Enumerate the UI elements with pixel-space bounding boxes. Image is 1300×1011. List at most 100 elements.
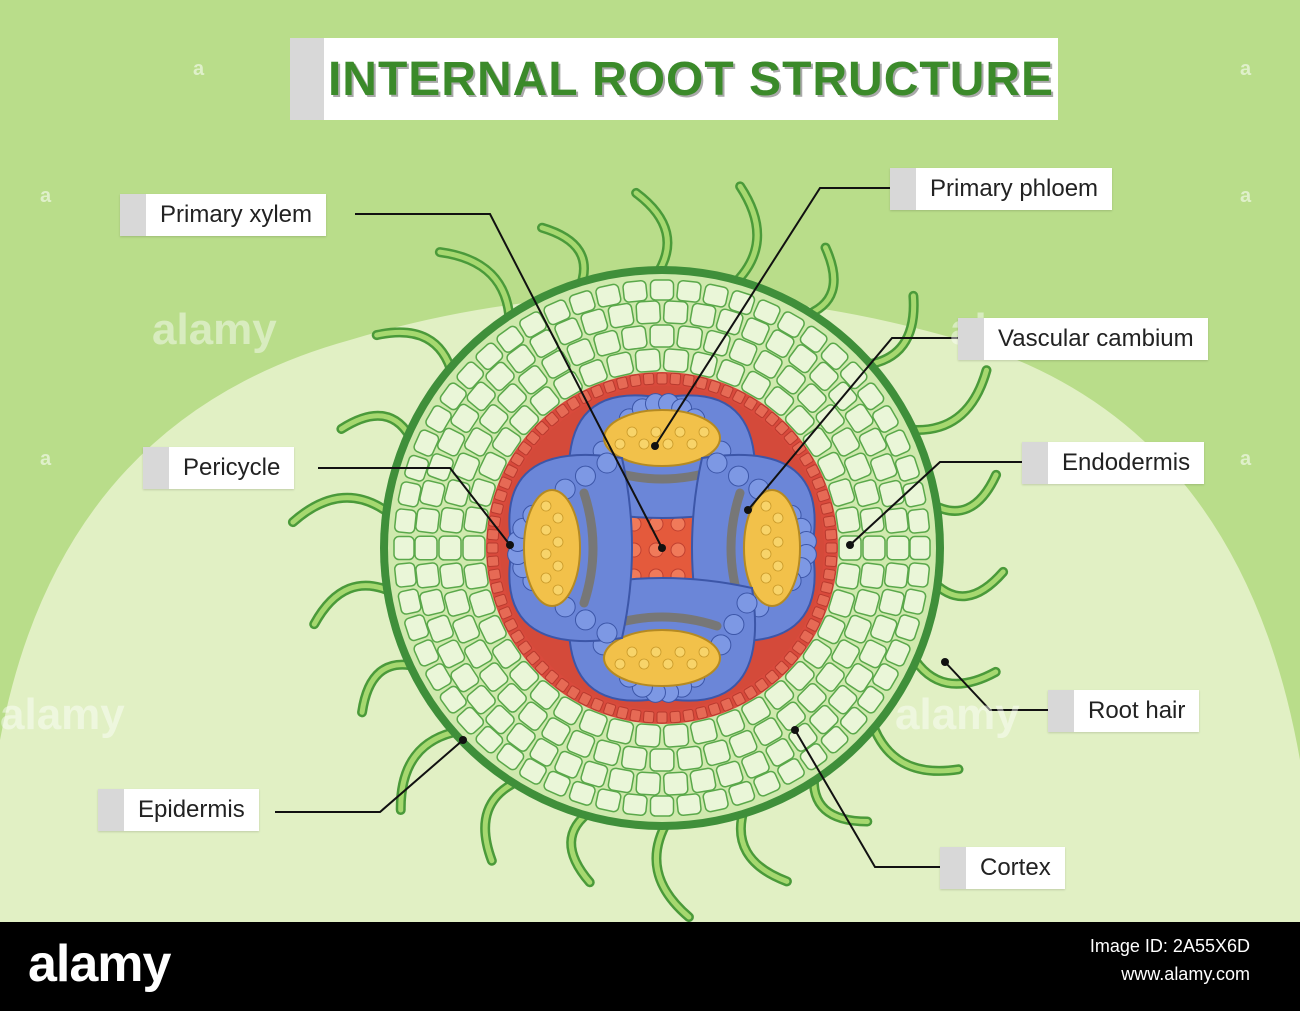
endodermis-cell [642,372,655,386]
cortex-cell [828,684,858,715]
cortex-cell [872,663,899,691]
cortex-cell [436,427,466,457]
cortex-cell [870,614,898,643]
cortex-cell [741,370,771,400]
endodermis-cell [656,711,668,724]
endodermis-cell [783,430,798,445]
leader-dot [658,544,666,552]
cortex-cell-group [872,663,899,691]
cortex-cell [491,638,522,669]
endodermis-cell-group [490,581,504,594]
cortex-cell [554,317,583,346]
cortex-cell [702,283,729,308]
cortex-cell-group [839,706,868,735]
leader-dot [791,726,799,734]
cortex-cell-group [741,370,771,400]
endodermis-cell [669,372,682,386]
cortex-cell-group [634,723,662,748]
cortex-cell [464,427,493,457]
cortex-cell [859,506,885,534]
cortex-cell-group [843,452,872,482]
cortex-cell [479,662,509,692]
label-endodermis: Endodermis [1022,442,1205,484]
endodermis-cell-group [799,629,814,644]
cortex-cell [397,481,422,508]
cortex-cell-group [478,614,507,645]
endodermis-cell [603,380,617,394]
endodermis-cell-group [498,476,513,490]
endodermis-cell [774,660,789,675]
cortex-cell-group [799,325,828,353]
leader-dot [506,541,514,549]
cortex-cell-group [394,508,417,534]
cortex-cell [419,588,446,617]
leader-line [275,739,464,813]
endodermis-cell-group [566,396,581,411]
endodermis-cell [732,692,746,707]
endodermis-cell-group [811,476,826,490]
cortex-cell-group [593,329,622,357]
cortex-cell [541,717,571,746]
cortex-cell [662,300,689,325]
cortex-cell [497,383,527,413]
cortex-cell-group [853,588,881,617]
cortex-cell-group [496,325,525,353]
cortex-cell-group [419,588,446,617]
cortex-cell [689,302,717,329]
diagram-stage: alamy alamy alamy alamy a a a a a a INTE… [0,38,1300,922]
endodermis-cell [486,542,499,554]
endodermis-cell [510,452,525,467]
endodermis-cell [629,374,642,388]
cortex-cell-group [716,359,746,387]
cortex-cell-group [478,451,507,482]
cortex-cell [415,562,441,589]
leader-line [849,461,1022,546]
cortex-cell [529,738,559,767]
root-hair-inner [437,249,513,326]
cortex-cell [753,717,783,746]
cortex-cell [393,535,415,561]
cortex-cell-group [443,588,471,617]
leader-line [318,467,511,546]
endodermis-cell-group [820,502,834,515]
cortex-cell [404,614,430,642]
endodermis-cell [490,502,504,515]
cortex-cell-group [728,780,756,806]
endodermis-cell [486,555,500,568]
cortex-cell [902,481,927,508]
endodermis-cell [494,489,508,503]
endodermis-cell-group [743,685,758,700]
cortex-cell-group [568,780,596,806]
endodermis-cell-group [526,430,541,445]
endodermis-cell-group [616,706,629,720]
cortex-cell-group [543,299,571,326]
endodermis-cell [490,581,504,594]
endodermis-cell-group [816,489,830,503]
xylem-cell [552,512,564,524]
cortex-cell [809,704,839,735]
endodermis-cell-group [603,702,617,716]
cortex-cell-group [858,639,888,669]
cortex-cell-group [878,479,905,508]
cortex-cell-group [784,405,815,436]
cortex-cell-group [529,680,560,710]
footer-url: www.alamy.com [1121,964,1250,984]
cortex-cell [878,588,905,617]
cortex-cell [741,750,770,779]
cortex-cell-group [393,535,415,561]
endodermis-cell-group [820,581,834,594]
cortex-cell-group [662,771,689,796]
endodermis-cell-group [799,452,814,467]
leader-line [794,729,940,868]
cortex-cell [509,405,540,436]
endodermis-cell [695,706,708,720]
endodermis-cell [498,476,513,490]
cortex-cell-group [828,684,858,715]
cortex-cell-group [765,738,795,767]
cortex-cell-group [506,722,536,752]
endodermis-cell-group [517,640,532,655]
xylem-cell [662,438,674,450]
cortex-cell [765,738,795,767]
cortex-cell-group [843,614,872,644]
cortex-cell-group [828,589,856,618]
